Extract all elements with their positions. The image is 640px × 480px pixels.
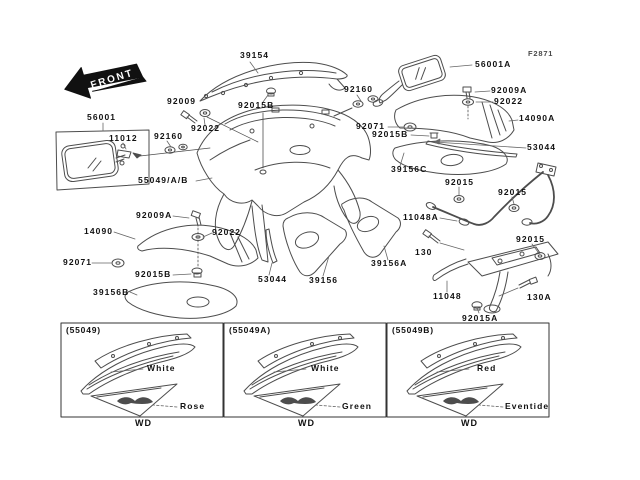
panel2-color-bottom: Green xyxy=(342,401,373,411)
part-label-56001: 56001 xyxy=(87,112,117,122)
windshield-drawing xyxy=(199,61,348,102)
pad-39156C-drawing xyxy=(392,140,508,175)
panel3-color-bottom: Eventide xyxy=(505,401,550,411)
part-label-11048: 11048 xyxy=(433,291,462,301)
panel1-color-top: White xyxy=(147,363,176,373)
part-label-92009-top: 92009 xyxy=(167,96,197,106)
left-mirror-box-drawing xyxy=(55,129,211,191)
pad-39156A-drawing xyxy=(341,197,401,258)
part-label-92022-right: 92022 xyxy=(494,96,524,106)
part-label-92015-b: 92015 xyxy=(498,187,528,197)
panel2-title: (55049A) xyxy=(229,325,271,335)
part-label-92015-c: 92015 xyxy=(516,234,546,244)
part-label-11012: 11012 xyxy=(109,133,138,143)
part-label-14090: 14090 xyxy=(84,226,114,236)
panel1-footer: WD xyxy=(135,418,152,428)
bolt-130A-drawing xyxy=(518,276,539,289)
part-label-39154: 39154 xyxy=(240,50,270,60)
part-label-53044-left: 53044 xyxy=(258,274,288,284)
right-mirror-drawing xyxy=(372,54,446,107)
inner-cover-left-drawing xyxy=(111,224,259,268)
part-label-11048A: 11048A xyxy=(403,212,439,222)
front-arrow: FRONT xyxy=(64,63,147,99)
part-label-55049AB: 55049/A/B xyxy=(138,175,189,185)
part-label-92015-a: 92015 xyxy=(445,177,475,187)
part-label-14090A: 14090A xyxy=(519,113,556,123)
bolt-92009A-right-drawing xyxy=(462,86,474,120)
trim-strip-right-drawing xyxy=(425,140,518,158)
pad-39156B-drawing xyxy=(124,281,238,319)
part-label-39156: 39156 xyxy=(309,275,339,285)
part-label-39156B: 39156B xyxy=(93,287,130,297)
panel3-footer: WD xyxy=(461,418,478,428)
trim-strip-left-drawing xyxy=(265,228,278,264)
pad-39156-drawing xyxy=(282,212,347,277)
part-label-130A: 130A xyxy=(527,292,552,302)
part-label-39156C: 39156C xyxy=(391,164,428,174)
panel1-title: (55049) xyxy=(66,325,101,335)
part-label-92015B-mid: 92015B xyxy=(372,129,409,139)
part-label-92022-left: 92022 xyxy=(191,123,221,133)
part-label-130: 130 xyxy=(415,247,433,257)
part-label-39156A: 39156A xyxy=(371,258,408,268)
leader-lines xyxy=(91,61,539,314)
panel3-title: (55049B) xyxy=(392,325,434,335)
part-label-92071-left: 92071 xyxy=(63,257,93,267)
part-label-92009A-left: 92009A xyxy=(136,210,173,220)
part-label-92015B-top: 92015B xyxy=(238,100,275,110)
part-label-92015B-lower: 92015B xyxy=(135,269,172,279)
diagram-code: F2871 xyxy=(528,49,554,58)
nuts-drawing xyxy=(262,87,546,311)
fastener-chain-left-drawing xyxy=(190,210,205,278)
panel2-color-top: White xyxy=(311,363,340,373)
part-label-92015A: 92015A xyxy=(462,313,499,323)
upper-cowling-drawing xyxy=(196,104,371,263)
bolt-92009-top-drawing xyxy=(180,109,259,143)
stay-rods-drawing xyxy=(425,162,557,226)
part-label-92160-right: 92160 xyxy=(344,84,374,94)
part-label-92160-left: 92160 xyxy=(154,131,184,141)
bolt-130-drawing xyxy=(422,229,441,244)
panel3-color-top: Red xyxy=(477,363,497,373)
color-panels xyxy=(60,322,550,418)
grommets-right-drawing xyxy=(333,95,379,117)
panel2-footer: WD xyxy=(298,418,315,428)
panel1-color-bottom: Rose xyxy=(180,401,206,411)
part-label-53044-right: 53044 xyxy=(527,142,557,152)
part-label-92022-lower: 92022 xyxy=(212,227,242,237)
part-label-92071-right: 92071 xyxy=(356,121,386,131)
part-label-56001A: 56001A xyxy=(475,59,512,69)
inner-cover-right-drawing xyxy=(394,94,515,143)
part-label-92009A-right: 92009A xyxy=(491,85,528,95)
